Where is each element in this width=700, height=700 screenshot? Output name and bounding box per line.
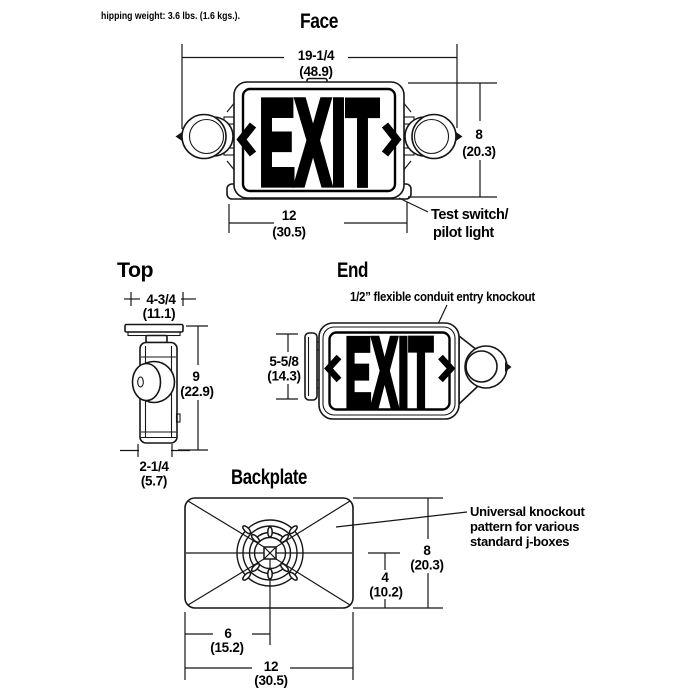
face-lamp-right [397, 100, 463, 173]
lamp-screw-tip [175, 132, 182, 141]
lamp-face [465, 350, 498, 383]
lamp-screw-tip [456, 132, 463, 141]
backplate-dim-height: 8 (20.3) [353, 497, 444, 609]
backplate-dim-half-width-cm: (15.2) [210, 640, 243, 655]
backplate-dim-width-cm: (30.5) [254, 673, 287, 688]
end-title: End [337, 259, 368, 282]
face-dim-width-in: 19-1/4 [298, 48, 335, 63]
chevron-left-icon [324, 354, 342, 383]
face-dim-body-in: 12 [282, 208, 296, 223]
chevron-left-icon [236, 122, 257, 157]
backplate-view: Backplate [184, 466, 586, 688]
top-dim-depth-cm: (5.7) [141, 474, 167, 489]
top-view: Top 4-3/4 (11.1) [117, 259, 214, 489]
end-dim-height-in: 5-5/8 [269, 354, 299, 369]
top-dim-width-cm: (11.1) [143, 306, 176, 321]
end-view: End 1/2” flexible conduit entry knockout… [267, 259, 536, 430]
face-lamp-left [175, 100, 241, 173]
top-dim-height: 9 (22.9) [178, 325, 214, 451]
exit-legend: EXIT [256, 73, 381, 213]
mount-neck [145, 334, 168, 344]
test-switch-callout: Test switch/ pilot light [398, 197, 509, 241]
exit-text: EXIT [345, 320, 433, 428]
face-dim-body-width: 12 (30.5) [228, 202, 408, 240]
test-switch-line2: pilot light [433, 225, 494, 241]
backplate-dim-half-height: 4 (10.2) [368, 552, 403, 608]
knockout-slots [242, 525, 298, 581]
backplate-body [184, 497, 354, 645]
backplate-dim-height-cm: (20.3) [410, 558, 443, 573]
test-switch-line1: Test switch/ [431, 207, 508, 223]
universal-knockout-callout: Universal knockout pattern for various s… [335, 504, 586, 549]
exit-legend: EXIT [343, 317, 435, 429]
face-dim-width: 19-1/4 (48.9) [181, 44, 458, 129]
knockout-callout-line2: pattern for various [470, 519, 579, 534]
backplate-dim-half-width-in: 6 [224, 626, 232, 641]
conduit-callout-text: 1/2” flexible conduit entry knockout [350, 289, 536, 304]
backplate-dim-half-height-in: 4 [381, 570, 389, 585]
end-dim-height: 5-5/8 (14.3) [267, 333, 301, 400]
chevron-right-icon [438, 354, 456, 383]
backplate-title: Backplate [231, 466, 307, 489]
lamp-screw-side [137, 376, 144, 388]
face-dim-body-cm: (30.5) [272, 225, 305, 240]
face-dim-height-in: 8 [475, 127, 483, 142]
face-dim-width-cm: (48.9) [299, 64, 332, 79]
face-view: Face 19-1/4 (48.9) [175, 10, 509, 241]
side-latch [175, 413, 181, 423]
face-title: Face [300, 10, 338, 33]
lamp-face [411, 113, 457, 160]
face-dim-height-cm: (20.3) [462, 144, 495, 159]
knockout-callout-line3: standard j-boxes [470, 534, 569, 549]
top-dim-width-in: 4-3/4 [146, 292, 176, 307]
top-dim-depth: 2-1/4 (5.7) [120, 444, 190, 489]
shipping-weight-text: hipping weight: 3.6 lbs. (1.6 kgs.). [101, 10, 240, 22]
end-plate [304, 332, 318, 401]
backplate-dim-bottom: 6 (15.2) 12 (30.5) [184, 612, 354, 688]
top-dim-width: 4-3/4 (11.1) [124, 292, 196, 321]
exit-text: EXIT [259, 76, 379, 211]
end-fixture: EXIT [304, 317, 512, 430]
conduit-callout: 1/2” flexible conduit entry knockout [350, 289, 536, 325]
lamp-face [181, 113, 227, 160]
end-dim-height-cm: (14.3) [267, 369, 300, 384]
top-dim-height-cm: (22.9) [180, 384, 213, 399]
lamp-screw-tip [505, 362, 512, 372]
top-dim-depth-in: 2-1/4 [139, 459, 169, 474]
backplate-dim-height-in: 8 [423, 543, 431, 558]
top-title: Top [117, 259, 153, 282]
top-fixture [124, 323, 184, 444]
lamp-lens-side [131, 362, 162, 402]
face-dim-height: 8 (20.3) [408, 82, 497, 198]
knockout-callout-line1: Universal knockout [470, 504, 585, 519]
top-dim-height-in: 9 [192, 369, 199, 384]
backplate-dim-half-height-cm: (10.2) [369, 585, 402, 600]
chevron-right-icon [381, 122, 402, 157]
backplate-dim-width-in: 12 [264, 659, 278, 674]
mount-plate [124, 323, 184, 333]
